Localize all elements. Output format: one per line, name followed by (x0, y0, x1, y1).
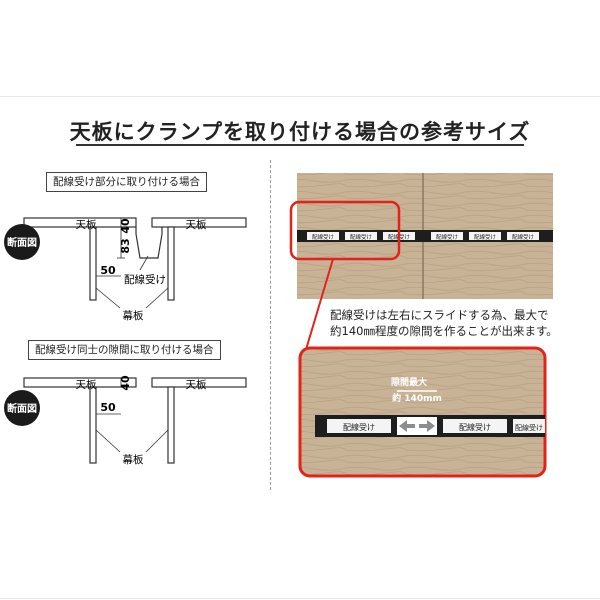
highlight-box (289, 200, 401, 261)
caption-line-2: 約140㎜程度の隙間を作ることが出来ます。 (330, 324, 558, 338)
zoom-wood (298, 346, 547, 478)
gap-arrow-left-icon (399, 420, 415, 432)
cross-section-tag-1-text: 断面図 (7, 236, 37, 249)
dim-83: 83 (119, 238, 132, 253)
section-2-heading: 配線受け同士の隙間に取り付ける場合 (28, 340, 221, 360)
photo-slot-label: 配線受け (474, 233, 497, 241)
dim-40: 40 (119, 218, 132, 234)
right-apron-panel-2 (167, 386, 175, 464)
bottom-border (0, 598, 600, 599)
cable-tray-label: 配線受け (124, 273, 166, 286)
photo-slot-label: 配線受け (312, 233, 335, 241)
section-1-diagram: 40 83 50 天板 天板 配線受け 幕板 断面図 (4, 217, 247, 322)
left-apron-panel-2 (89, 386, 97, 464)
right-apron-panel (167, 226, 175, 301)
right-tabletop-label-2: 天板 (186, 378, 207, 391)
left-tabletop-label-2: 天板 (76, 378, 97, 391)
left-tabletop (23, 217, 137, 228)
dim-50: 50 (100, 264, 116, 277)
gap-value: 約 140mm (392, 392, 442, 404)
zoom-panel: 配線受け 配線受け 配線受け 隙間最大 約 140mm (298, 346, 547, 478)
left-tabletop-label: 天板 (76, 218, 97, 231)
cable-tray-outline (135, 227, 163, 259)
right-tabletop (151, 217, 247, 228)
left-tabletop-2 (23, 377, 137, 388)
zoom-connector (304, 258, 334, 354)
right-tabletop-label: 天板 (186, 218, 207, 231)
section-1-heading: 配線受け部分に取り付ける場合 (46, 172, 207, 192)
section-2-diagram: 40 50 天板 天板 幕板 断面図 (4, 375, 247, 466)
photo-illustration: 配線受け 配線受け 配線受け 配線受け 配線受け 配線受け 配線受け (289, 173, 553, 478)
left-apron-panel (89, 226, 97, 301)
apron-label: 幕板 (123, 309, 144, 322)
cross-section-tag-2-text: 断面図 (7, 402, 37, 415)
photo-slot-label: 配線受け (350, 233, 373, 241)
cross-section-diagrams: 40 83 50 天板 天板 配線受け 幕板 断面図 40 50 (4, 217, 247, 466)
photo-slot-label: 配線受け (436, 233, 459, 241)
dim-40-2: 40 (119, 375, 132, 391)
zoom-slot-label: 配線受け (343, 422, 375, 432)
apron-label-2: 幕板 (123, 453, 144, 466)
page-title: 天板にクランプを取り付ける場合の参考サイズ (69, 120, 531, 144)
caption: 配線受けは左右にスライドする為、最大で 約140㎜程度の隙間を作ることが出来ます… (330, 307, 600, 339)
zoom-slot-label: 配線受け (515, 423, 543, 432)
caption-line-1: 配線受けは左右にスライドする為、最大で (330, 308, 549, 322)
gap-title: 隙間最大 (391, 376, 427, 388)
top-border (0, 96, 600, 97)
zoom-slot-label: 配線受け (459, 422, 491, 432)
dashed-divider (270, 160, 271, 490)
title-underline (76, 144, 524, 146)
gap-arrow-right-icon (419, 420, 435, 432)
cross-section-tag-2 (4, 390, 40, 426)
tabletop-photo: 配線受け 配線受け 配線受け 配線受け 配線受け 配線受け (289, 173, 553, 299)
right-tabletop-2 (151, 377, 247, 388)
cross-section-tag-1 (4, 224, 40, 260)
dim-50-2: 50 (100, 401, 116, 414)
photo-slot-label: 配線受け (512, 233, 535, 241)
